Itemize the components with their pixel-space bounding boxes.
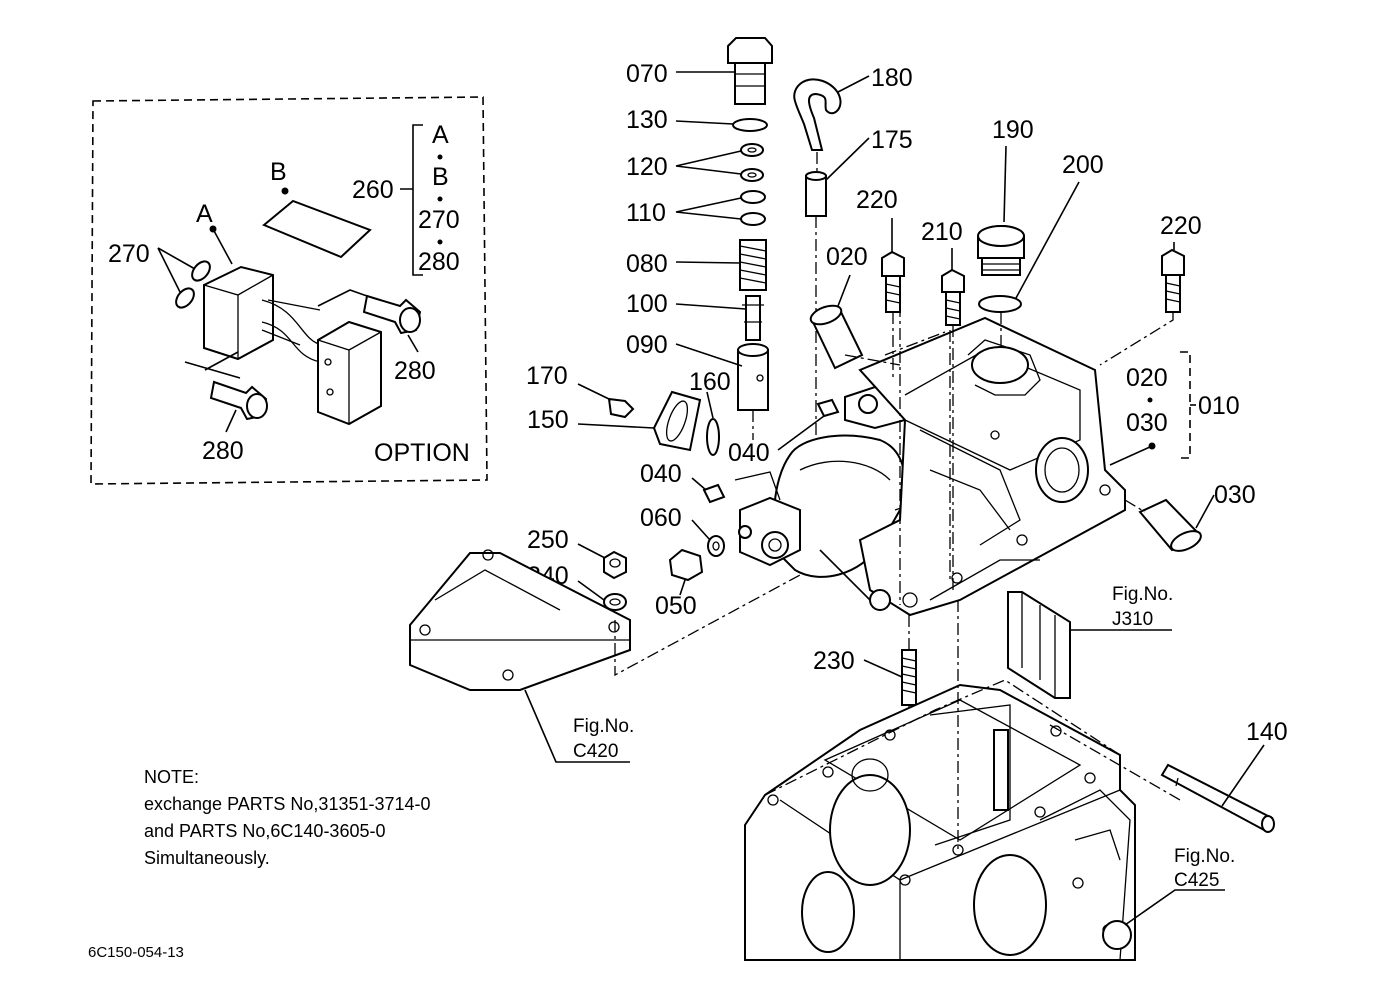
label-280-left: 280 bbox=[202, 437, 244, 465]
hydraulic-housing bbox=[858, 305, 1126, 617]
side-cover-parts: 170 150 160 bbox=[526, 362, 731, 456]
bracket-260: 260 A B 270 280 bbox=[352, 121, 460, 276]
note-line-2: and PARTS No,6C140-3605-0 bbox=[144, 821, 386, 841]
bolts: 220 210 bbox=[856, 186, 965, 590]
label-260: 260 bbox=[352, 176, 394, 204]
valve-stack: 070 130 120 110 080 100 090 bbox=[626, 37, 773, 440]
fig-j310-label: Fig.No. bbox=[1112, 584, 1173, 605]
note-title: NOTE: bbox=[144, 767, 200, 787]
label-190: 190 bbox=[992, 116, 1034, 144]
label-230: 230 bbox=[813, 647, 855, 675]
fig-c420-label: Fig.No. bbox=[573, 716, 634, 737]
label-b: B bbox=[270, 158, 287, 186]
label-120: 120 bbox=[626, 153, 668, 181]
label-250: 250 bbox=[527, 526, 569, 554]
label-175: 175 bbox=[871, 126, 913, 154]
label-110: 110 bbox=[626, 199, 666, 227]
assembly-010: 010 020 030 bbox=[1109, 351, 1240, 466]
bracket-270: 270 bbox=[418, 206, 460, 234]
stud-230: 230 bbox=[813, 615, 917, 870]
fig-j310-code: J310 bbox=[1112, 609, 1153, 630]
fig-c425-label: Fig.No. bbox=[1174, 846, 1235, 867]
label-020-bracket: 020 bbox=[1126, 364, 1168, 392]
label-220-left: 220 bbox=[856, 186, 898, 214]
label-210: 210 bbox=[921, 218, 963, 246]
option-box: OPTION B A 270 280 280 bbox=[90, 96, 488, 485]
label-030-bracket: 030 bbox=[1126, 409, 1168, 437]
label-150: 150 bbox=[527, 406, 569, 434]
fig-c425: Fig.No. C425 bbox=[1124, 846, 1235, 926]
label-050: 050 bbox=[655, 592, 697, 620]
label-280-right: 280 bbox=[394, 357, 436, 385]
bracket-280: 280 bbox=[418, 248, 460, 276]
label-130: 130 bbox=[626, 106, 668, 134]
drawing-code: 6C150-054-13 bbox=[88, 944, 184, 961]
bracket-b: B bbox=[432, 163, 449, 191]
label-220-right: 220 bbox=[1160, 212, 1202, 240]
label-040-lower: 040 bbox=[640, 460, 682, 488]
label-a: A bbox=[196, 200, 213, 228]
bracket-a: A bbox=[432, 121, 449, 149]
shaft-140: 140 bbox=[1160, 718, 1288, 833]
label-170: 170 bbox=[526, 362, 568, 390]
valve-body bbox=[734, 385, 916, 611]
note-line-1: exchange PARTS No,31351-3714-0 bbox=[144, 794, 431, 814]
label-040-upper: 040 bbox=[728, 439, 770, 467]
bushing-020: 020 bbox=[809, 243, 901, 370]
note-line-3: Simultaneously. bbox=[144, 848, 270, 868]
filler-cap: 190 200 bbox=[977, 116, 1104, 350]
note-block: NOTE: exchange PARTS No,31351-3714-0 and… bbox=[144, 764, 431, 872]
transmission-case bbox=[744, 600, 1181, 961]
label-160: 160 bbox=[689, 368, 731, 396]
option-title: OPTION bbox=[374, 439, 470, 467]
fig-j310: Fig.No. J310 bbox=[1007, 584, 1173, 699]
label-010: 010 bbox=[1198, 392, 1240, 420]
label-020-upper: 020 bbox=[826, 243, 868, 271]
label-090: 090 bbox=[626, 331, 668, 359]
label-060: 060 bbox=[640, 504, 682, 532]
fig-c425-code: C425 bbox=[1174, 870, 1219, 891]
label-070: 070 bbox=[626, 60, 668, 88]
fig-c420-code: C420 bbox=[573, 741, 618, 762]
label-080: 080 bbox=[626, 250, 668, 278]
label-270: 270 bbox=[108, 240, 150, 268]
label-140: 140 bbox=[1246, 718, 1288, 746]
cover-plate: Fig.No. C420 bbox=[409, 549, 801, 763]
bushing-030: 030 bbox=[1124, 481, 1256, 552]
hook-180: 180 175 bbox=[793, 64, 913, 470]
label-030-right: 030 bbox=[1214, 481, 1256, 509]
label-100: 100 bbox=[626, 290, 668, 318]
small-parts: 040 040 060 050 250 240 bbox=[527, 398, 840, 620]
label-200: 200 bbox=[1062, 151, 1104, 179]
bolt-220-right: 220 bbox=[1099, 212, 1202, 366]
label-180: 180 bbox=[871, 64, 913, 92]
